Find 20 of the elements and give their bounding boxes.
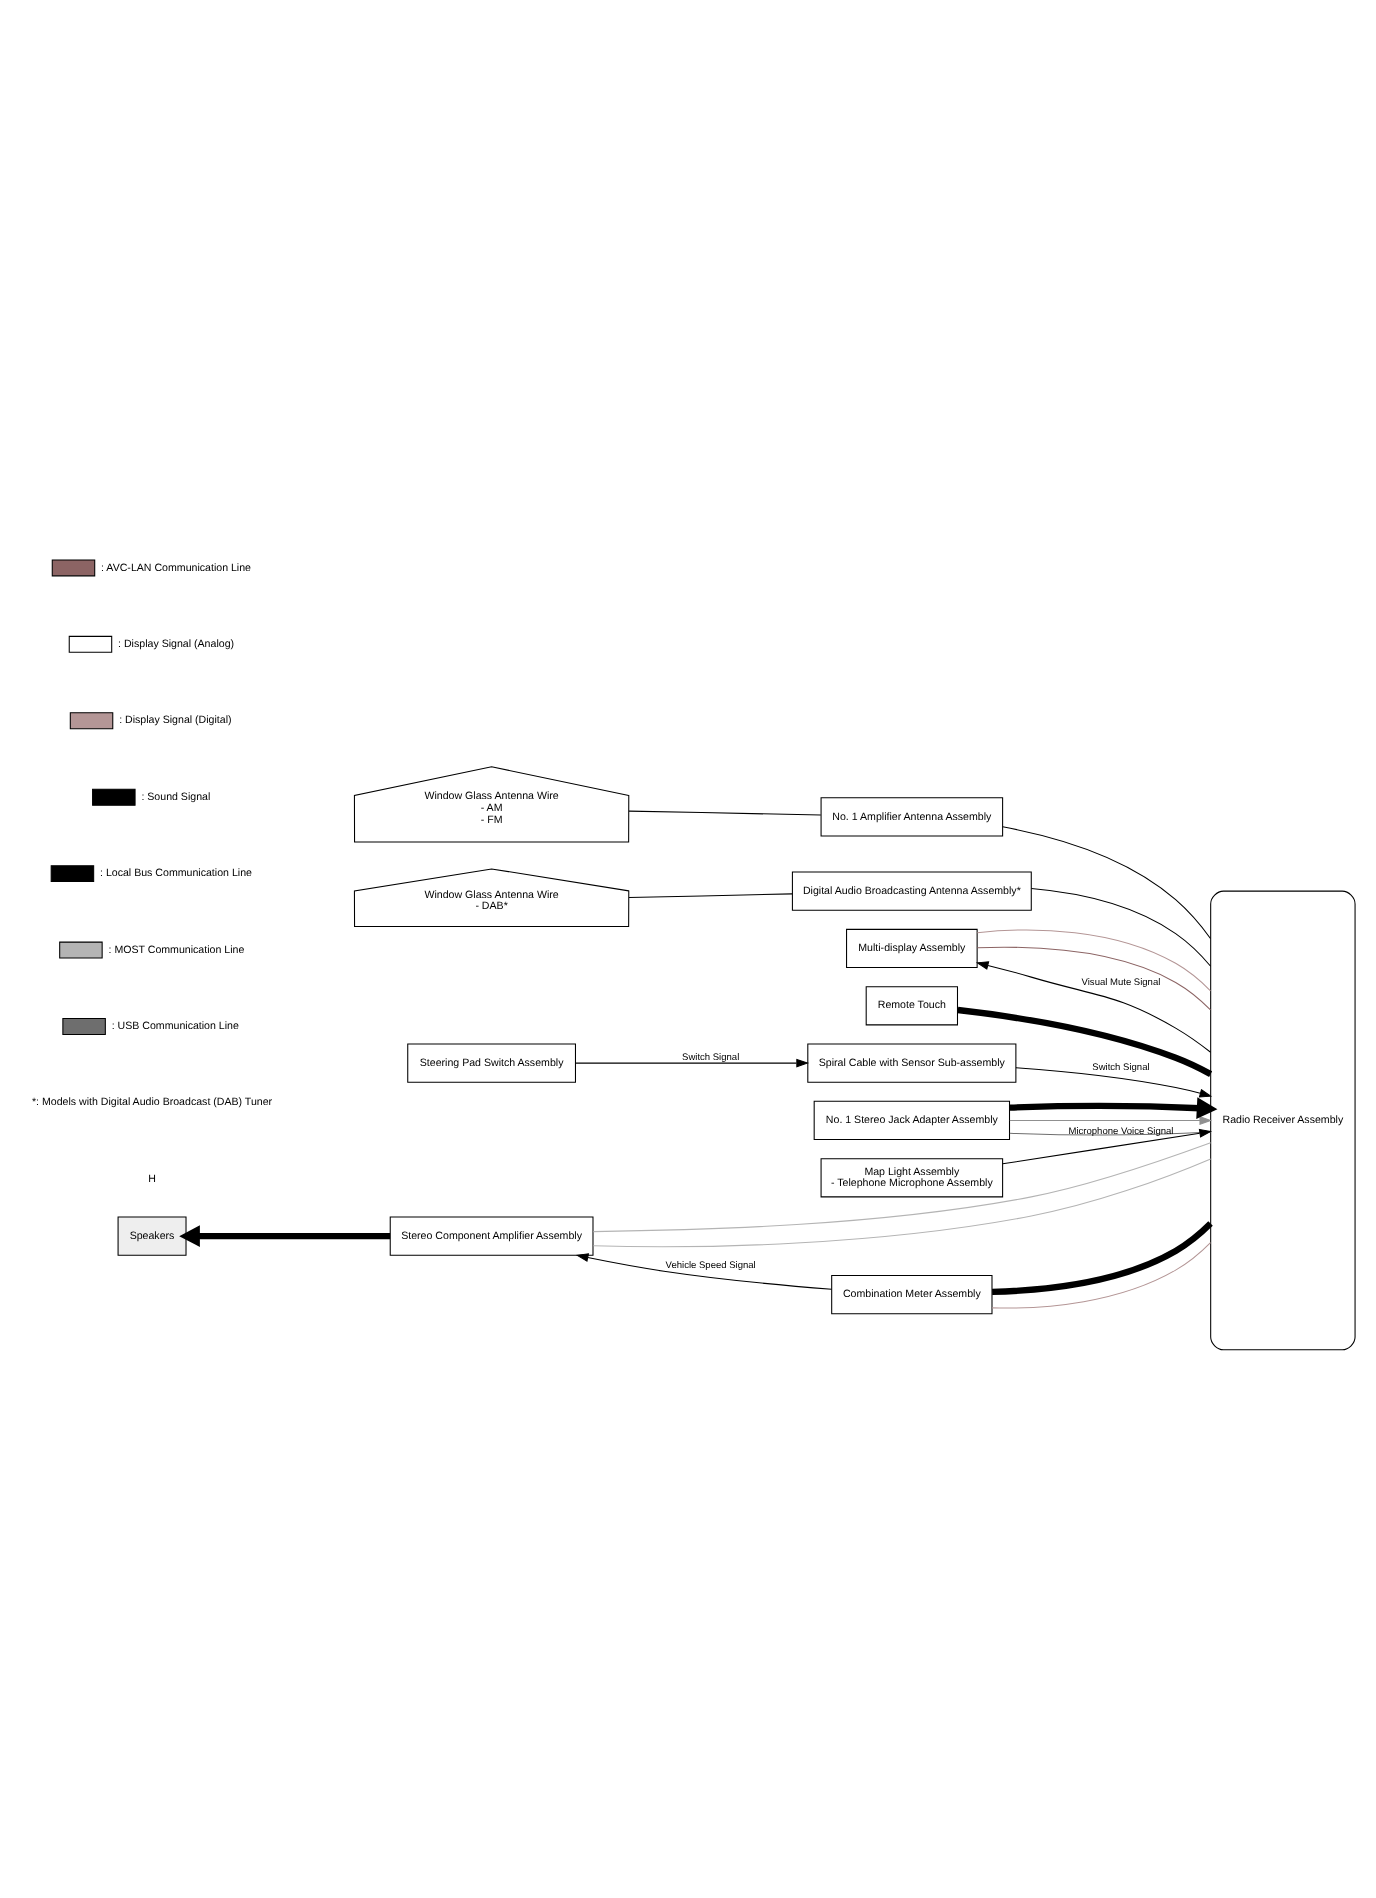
connector [976,929,1211,992]
connector [976,946,1211,1011]
connector [628,810,822,816]
connector [1002,826,1211,939]
arrow [1002,1128,1213,1165]
connector [592,1142,1212,1233]
arrow [575,1058,810,1068]
connector [992,1221,1213,1295]
connector [1030,888,1212,967]
connector [957,1006,1213,1077]
arrow [1009,1097,1218,1119]
arrow [975,961,1212,1053]
connector [592,1158,1212,1248]
arrow [1009,1116,1213,1125]
arrow [1015,1067,1213,1098]
arrow [179,1225,391,1247]
connector [991,1242,1212,1309]
connector [1009,1131,1212,1136]
connector [628,893,793,899]
arrow [575,1253,833,1290]
